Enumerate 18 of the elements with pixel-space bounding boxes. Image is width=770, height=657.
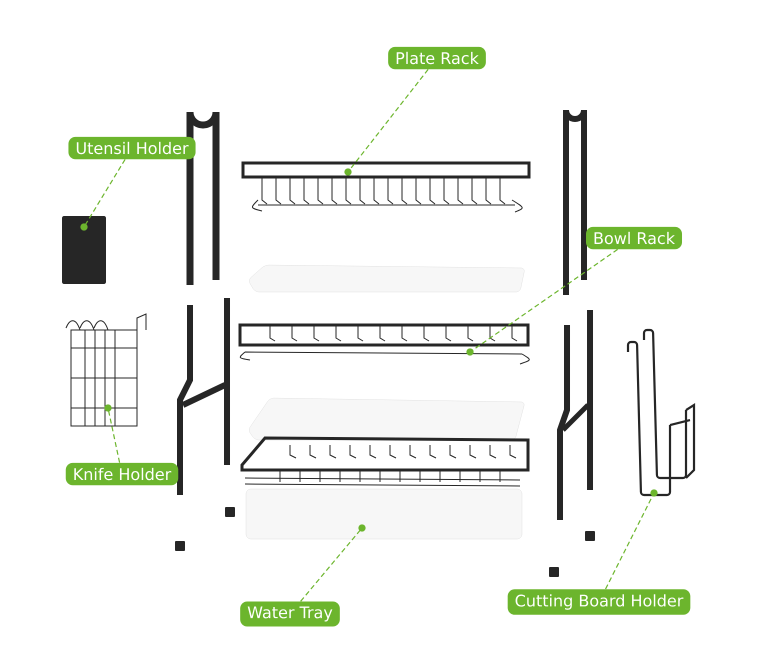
leader-line: [80, 159, 126, 231]
utensil-cup-drawing: [62, 216, 106, 284]
bowl-rack-drawing: [238, 324, 530, 364]
callout-label: Cutting Board Holder: [508, 589, 690, 615]
plate-rack-drawing: [242, 162, 530, 212]
knife-holder-drawing: [66, 314, 146, 426]
leader-line: [104, 404, 120, 463]
leader-line: [466, 248, 618, 356]
water-tray-drawing: [246, 488, 522, 540]
callout-label: Utensil Holder: [68, 136, 196, 160]
callout-label: Water Tray: [240, 602, 340, 626]
callout-label: Plate Rack: [388, 46, 486, 70]
leader-line: [300, 524, 366, 602]
leader-line: [344, 69, 429, 176]
callout-label: Knife Holder: [66, 462, 178, 486]
cutting-board-holder-drawing: [626, 328, 696, 496]
leader-line: [605, 489, 658, 590]
callout-label: Bowl Rack: [586, 226, 682, 250]
